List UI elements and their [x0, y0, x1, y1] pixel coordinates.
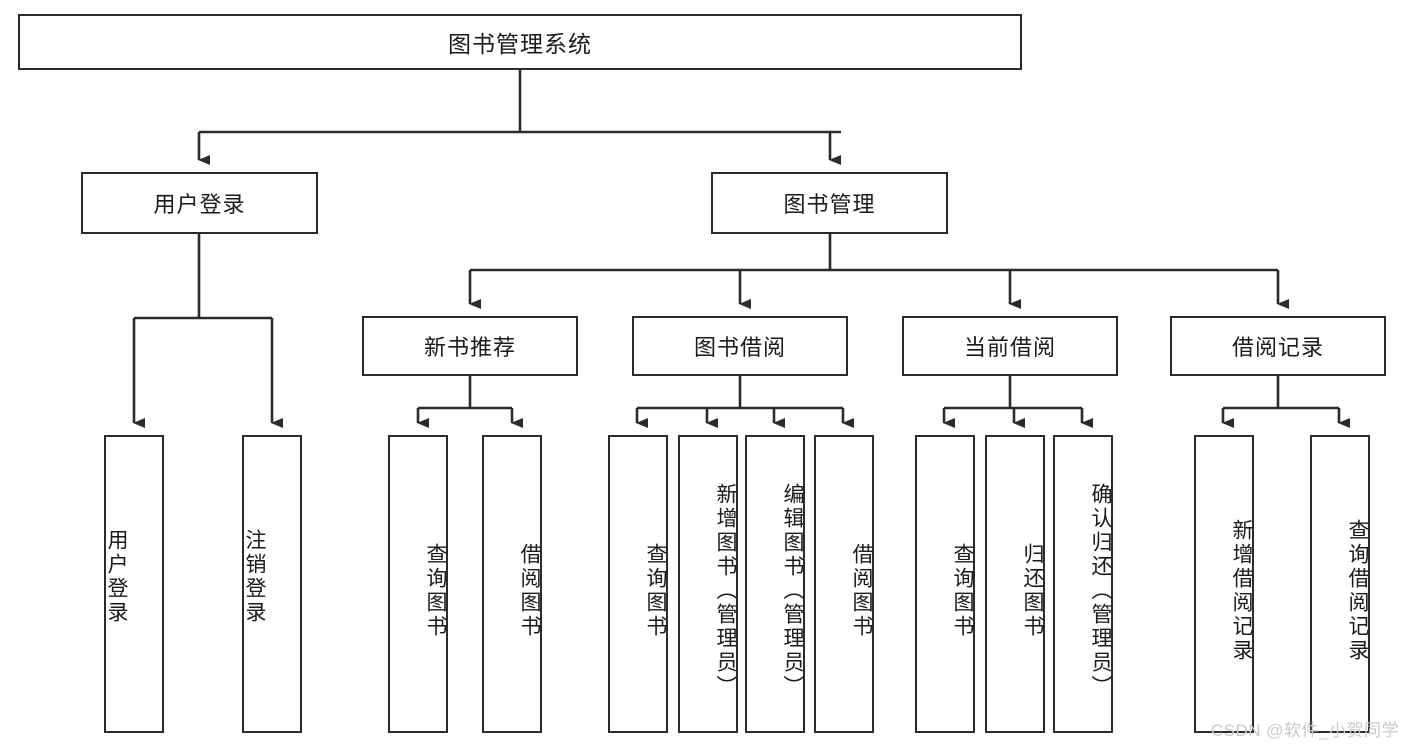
leaf-query-book-1[interactable]: 查询图书 — [388, 435, 448, 733]
node-root-label: 图书管理系统 — [448, 31, 592, 57]
leaf-query-book-1-label: 查询图书 — [424, 543, 447, 639]
leaf-add-book-admin[interactable]: 新增图书（管理员） — [678, 435, 738, 733]
leaf-edit-book-admin[interactable]: 编辑图书（管理员） — [745, 435, 805, 733]
leaf-query-book-2-label: 查询图书 — [644, 543, 667, 639]
node-book-management[interactable]: 图书管理 — [711, 172, 948, 234]
leaf-add-borrow-record[interactable]: 新增借阅记录 — [1194, 435, 1254, 733]
leaf-query-borrow-record[interactable]: 查询借阅记录 — [1310, 435, 1370, 733]
leaf-query-borrow-record-label: 查询借阅记录 — [1346, 519, 1369, 663]
node-book-borrow-label: 图书借阅 — [693, 335, 786, 360]
leaf-user-login-label: 用户登录 — [105, 529, 128, 625]
node-current-borrow[interactable]: 当前借阅 — [902, 316, 1118, 376]
csdn-watermark: CSDN @软件_小贺同学 — [1210, 721, 1399, 740]
leaf-borrow-book-1-label: 借阅图书 — [518, 543, 541, 639]
leaf-confirm-return-admin[interactable]: 确认归还（管理员） — [1053, 435, 1113, 733]
leaf-logout-label: 注销登录 — [243, 529, 266, 625]
leaf-logout[interactable]: 注销登录 — [242, 435, 302, 733]
node-borrow-records-label: 借阅记录 — [1231, 335, 1324, 360]
leaf-return-book[interactable]: 归还图书 — [985, 435, 1045, 733]
node-user-login[interactable]: 用户登录 — [81, 172, 318, 234]
node-borrow-records[interactable]: 借阅记录 — [1170, 316, 1386, 376]
node-new-book-recommend[interactable]: 新书推荐 — [362, 316, 578, 376]
leaf-borrow-book-2[interactable]: 借阅图书 — [814, 435, 874, 733]
leaf-user-login[interactable]: 用户登录 — [104, 435, 164, 733]
leaf-add-book-admin-label: 新增图书（管理员） — [714, 483, 737, 699]
node-root[interactable]: 图书管理系统 — [18, 14, 1022, 70]
leaf-query-book-3-label: 查询图书 — [951, 543, 974, 639]
leaf-edit-book-admin-label: 编辑图书（管理员） — [781, 483, 804, 699]
leaf-return-book-label: 归还图书 — [1021, 543, 1044, 639]
node-new-book-recommend-label: 新书推荐 — [423, 335, 516, 360]
node-book-management-label: 图书管理 — [783, 192, 876, 217]
node-current-borrow-label: 当前借阅 — [963, 335, 1056, 360]
leaf-query-book-2[interactable]: 查询图书 — [608, 435, 668, 733]
leaf-borrow-book-2-label: 借阅图书 — [850, 543, 873, 639]
leaf-confirm-return-admin-label: 确认归还（管理员） — [1089, 483, 1112, 699]
node-user-login-label: 用户登录 — [153, 192, 246, 217]
leaf-borrow-book-1[interactable]: 借阅图书 — [482, 435, 542, 733]
leaf-query-book-3[interactable]: 查询图书 — [915, 435, 975, 733]
node-book-borrow[interactable]: 图书借阅 — [632, 316, 848, 376]
leaf-add-borrow-record-label: 新增借阅记录 — [1230, 519, 1253, 663]
